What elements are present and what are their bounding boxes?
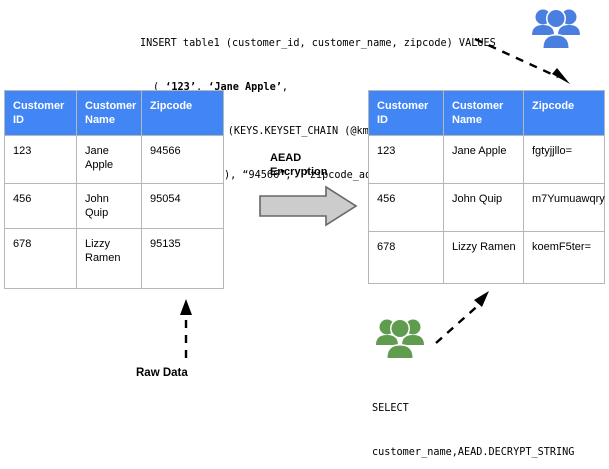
column-header-customer-name: Customer Name bbox=[76, 90, 142, 136]
cell-zipcode: m7Yumuawqry bbox=[523, 183, 605, 232]
encrypted-data-table: Customer ID Customer Name Zipcode 123 Ja… bbox=[368, 90, 605, 284]
table-row: 456 John Quip m7Yumuawqry bbox=[368, 183, 605, 232]
insert-sql-line-2-suffix: , bbox=[281, 81, 288, 93]
select-sql-line-1: SELECT bbox=[372, 403, 409, 415]
select-sql-statement: SELECT customer_name,AEAD.DECRYPT_STRING… bbox=[372, 373, 574, 469]
people-group-icon bbox=[376, 318, 424, 358]
cell-zipcode: 94566 bbox=[141, 135, 224, 184]
insert-sql-line-1: INSERT table1 (customer_id, customer_nam… bbox=[140, 38, 496, 50]
select-sql-line-2: customer_name,AEAD.DECRYPT_STRING bbox=[372, 446, 575, 458]
insert-sql-literal-customer-name: ‘Jane Apple’ bbox=[208, 81, 282, 93]
cell-zipcode: 95054 bbox=[141, 183, 224, 229]
column-header-customer-id: Customer ID bbox=[4, 90, 77, 136]
cell-customer-name: John Quip bbox=[443, 183, 524, 232]
cell-customer-id: 678 bbox=[4, 228, 77, 289]
column-header-customer-id: Customer ID bbox=[368, 90, 444, 136]
cell-customer-name: Jane Apple bbox=[443, 135, 524, 184]
dashed-arrow-insert-to-table bbox=[474, 37, 570, 84]
table-row: 123 Jane Apple 94566 bbox=[4, 135, 224, 184]
aead-encryption-label: AEAD Encryption bbox=[270, 152, 328, 178]
insert-sql-line-2-mid: , bbox=[195, 81, 209, 93]
raw-data-label: Raw Data bbox=[136, 367, 188, 379]
table-row: 678 Lizzy Ramen 95135 bbox=[4, 228, 224, 289]
cell-customer-name: Jane Apple bbox=[76, 135, 142, 184]
cell-customer-id: 456 bbox=[4, 183, 77, 229]
dashed-arrow-select-to-table bbox=[435, 291, 489, 344]
cell-customer-id: 678 bbox=[368, 231, 444, 284]
table-header-row: Customer ID Customer Name Zipcode bbox=[368, 90, 605, 136]
column-header-zipcode: Zipcode bbox=[141, 90, 224, 136]
cell-customer-id: 123 bbox=[368, 135, 444, 184]
insert-sql-line-2: ( ‘123’, ‘Jane Apple’, bbox=[153, 81, 496, 96]
column-header-customer-name: Customer Name bbox=[443, 90, 524, 136]
table-row: 678 Lizzy Ramen koemF5ter= bbox=[368, 231, 605, 284]
cell-customer-name: Lizzy Ramen bbox=[76, 228, 142, 289]
insert-sql-literal-customer-id: ‘123’ bbox=[165, 81, 196, 93]
cell-zipcode: 95135 bbox=[141, 228, 224, 289]
cell-customer-name: John Quip bbox=[76, 183, 142, 229]
cell-customer-id: 456 bbox=[368, 183, 444, 232]
people-group-icon bbox=[532, 8, 580, 48]
right-block-arrow-icon bbox=[259, 185, 358, 227]
cell-zipcode: koemF5ter= bbox=[523, 231, 605, 284]
dashed-arrow-raw-data bbox=[180, 299, 192, 358]
table-row: 123 Jane Apple fgtyjjllo= bbox=[368, 135, 605, 184]
table-header-row: Customer ID Customer Name Zipcode bbox=[4, 90, 224, 136]
raw-data-table: Customer ID Customer Name Zipcode 123 Ja… bbox=[4, 90, 224, 289]
column-header-zipcode: Zipcode bbox=[523, 90, 605, 136]
insert-sql-line-2-prefix: ( bbox=[153, 81, 166, 93]
cell-customer-id: 123 bbox=[4, 135, 77, 184]
cell-zipcode: fgtyjjllo= bbox=[523, 135, 605, 184]
cell-customer-name: Lizzy Ramen bbox=[443, 231, 524, 284]
table-row: 456 John Quip 95054 bbox=[4, 183, 224, 229]
